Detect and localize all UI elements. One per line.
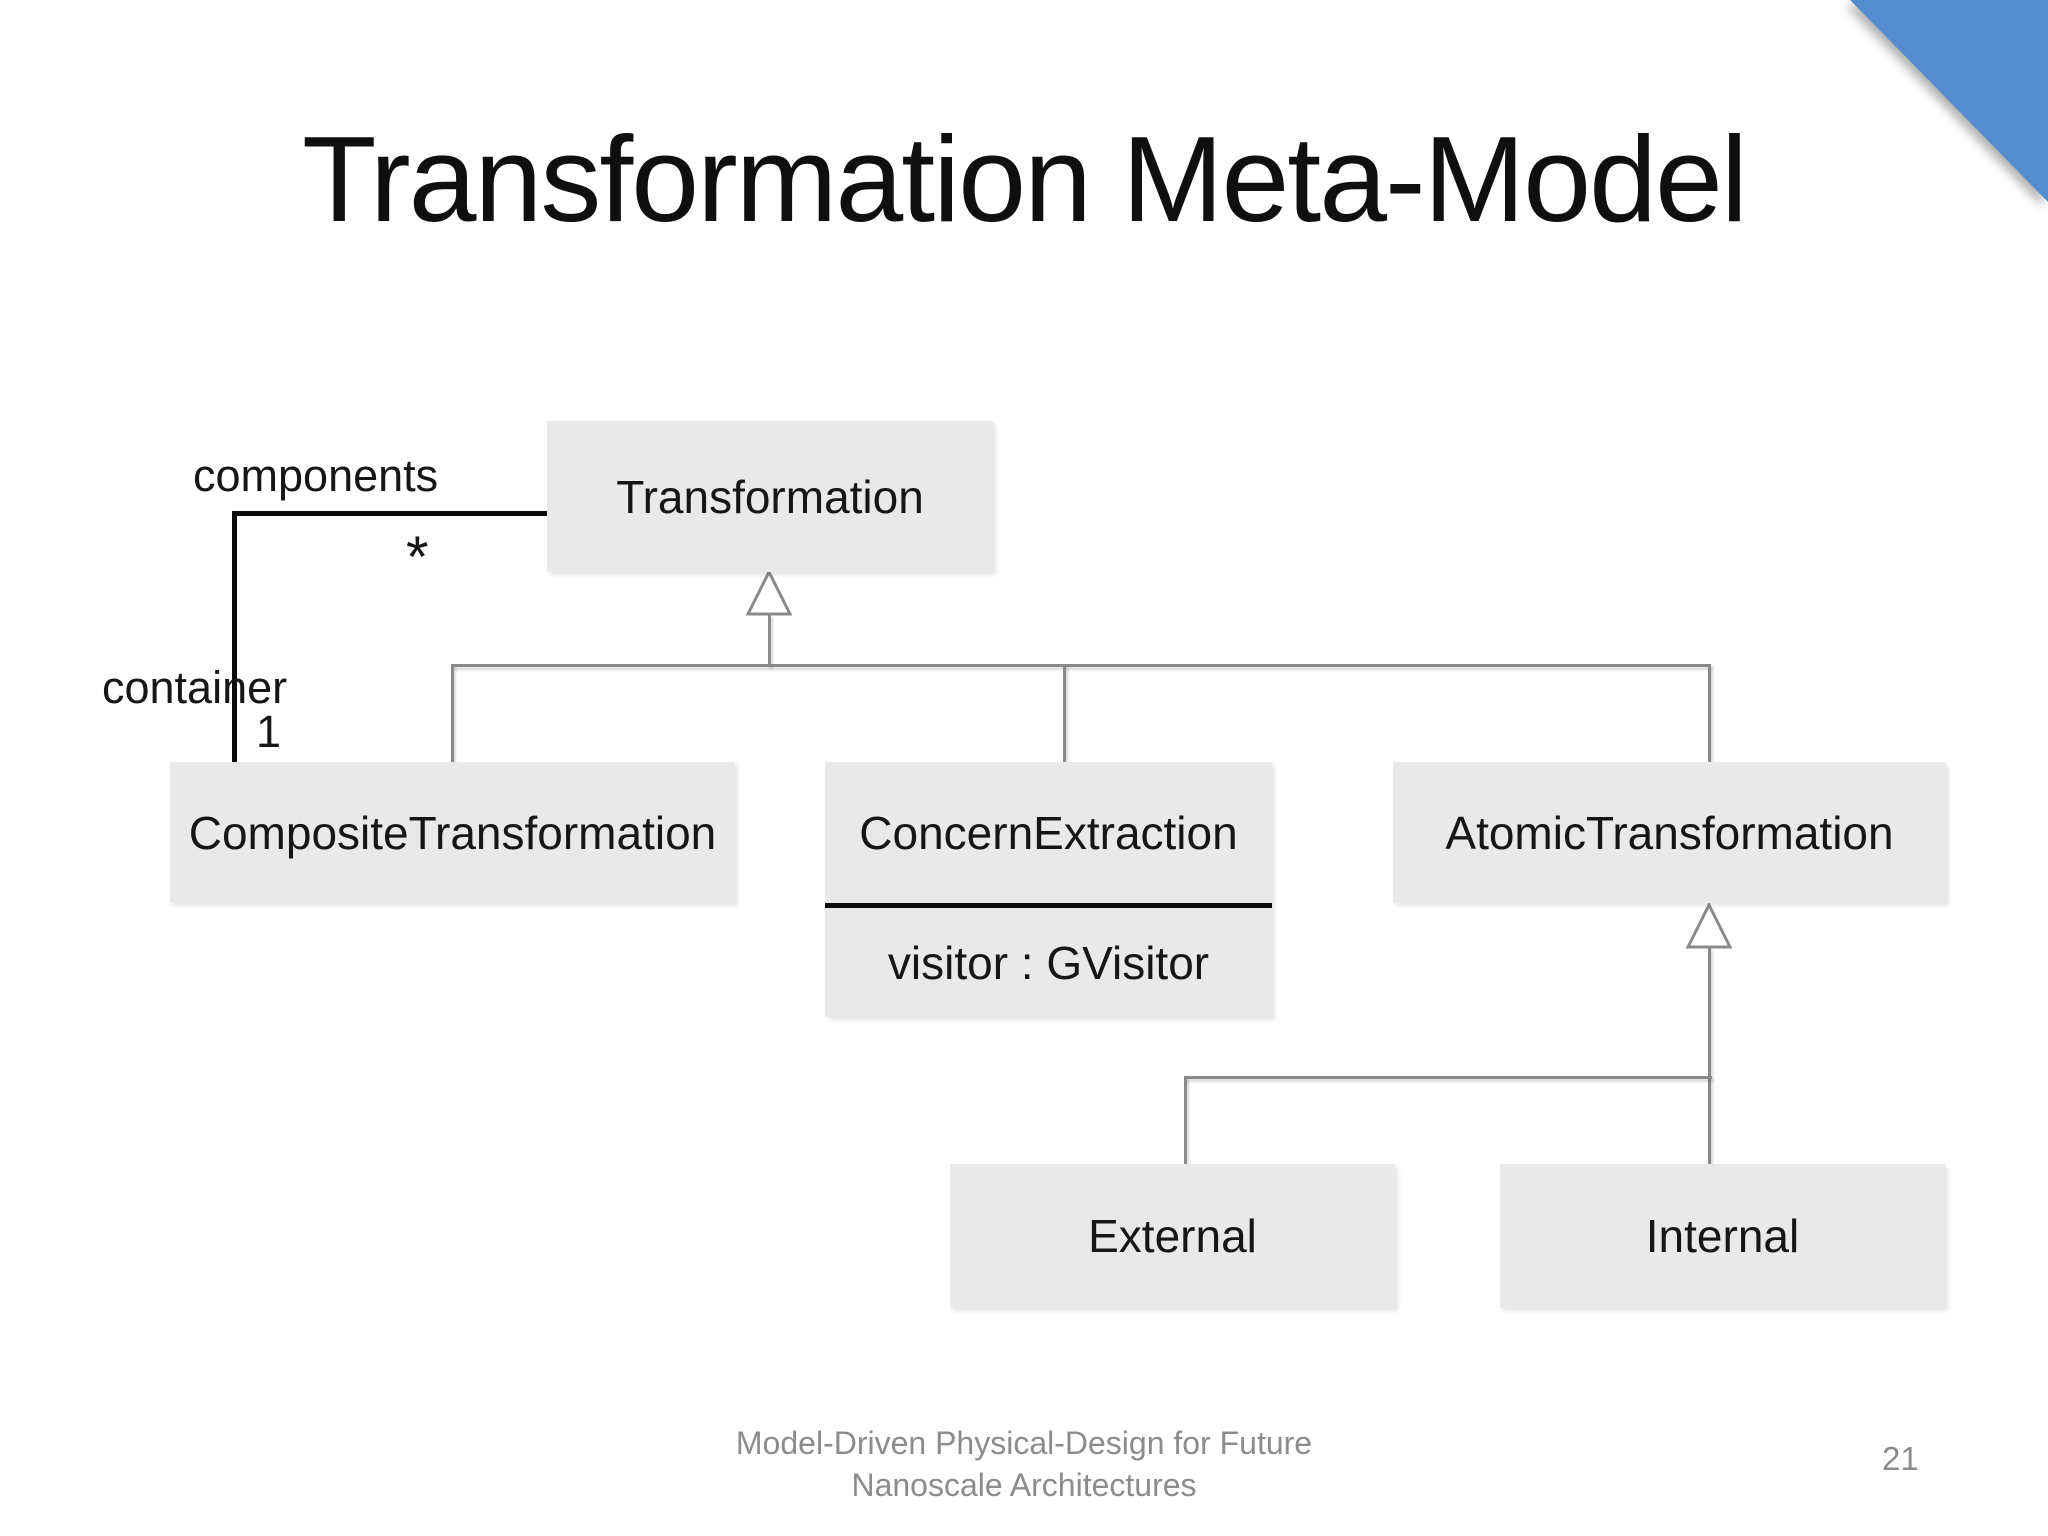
inheritance-line-lower-horizontal [1184,1076,1712,1079]
class-label: External [1088,1210,1257,1262]
association-line-vertical [232,511,237,764]
class-box-external: External [950,1164,1395,1308]
inheritance-line-top-horizontal [451,664,1711,667]
footer-text: Model-Driven Physical-Design for Future … [0,1422,2048,1506]
association-line-horizontal [232,511,548,516]
class-title-compartment: ConcernExtraction [825,762,1272,903]
generalization-triangle-icon [1685,901,1733,949]
association-multiplicity-one: 1 [256,706,282,757]
generalization-triangle-icon [745,568,793,616]
association-role-label: container [102,662,288,713]
footer-line-2: Nanoscale Architectures [851,1467,1197,1503]
class-label: AtomicTransformation [1445,806,1894,859]
footer-line-1: Model-Driven Physical-Design for Future [735,1425,1313,1461]
class-attribute: visitor : GVisitor [887,936,1210,989]
class-box-composite-transformation: CompositeTransformation [170,762,735,903]
inheritance-line-lower-vertical [1708,947,1711,1164]
class-label: ConcernExtraction [859,806,1238,859]
class-box-internal: Internal [1500,1164,1945,1308]
inheritance-line-hub-vertical [768,614,771,666]
class-box-concern-extraction: ConcernExtraction visitor : GVisitor [825,762,1272,1017]
inheritance-line-drop-concern [1063,664,1066,762]
class-box-transformation: Transformation [547,421,993,572]
slide-title: Transformation Meta-Model [302,111,1748,247]
class-label: Transformation [616,470,924,523]
class-attribute-compartment: visitor : GVisitor [825,908,1272,1017]
class-label: Internal [1645,1210,1800,1262]
class-label: CompositeTransformation [188,806,717,859]
compartment-divider [825,903,1272,908]
association-multiplicity-star: * [406,525,429,590]
association-name-label: components [193,450,439,501]
corner-accent-shape [1850,0,2048,202]
page-number: 21 [1882,1440,1919,1477]
inheritance-line-drop-composite [451,664,454,762]
inheritance-line-drop-external [1184,1076,1187,1164]
inheritance-line-drop-atomic [1708,664,1711,762]
class-box-atomic-transformation: AtomicTransformation [1393,762,1946,903]
